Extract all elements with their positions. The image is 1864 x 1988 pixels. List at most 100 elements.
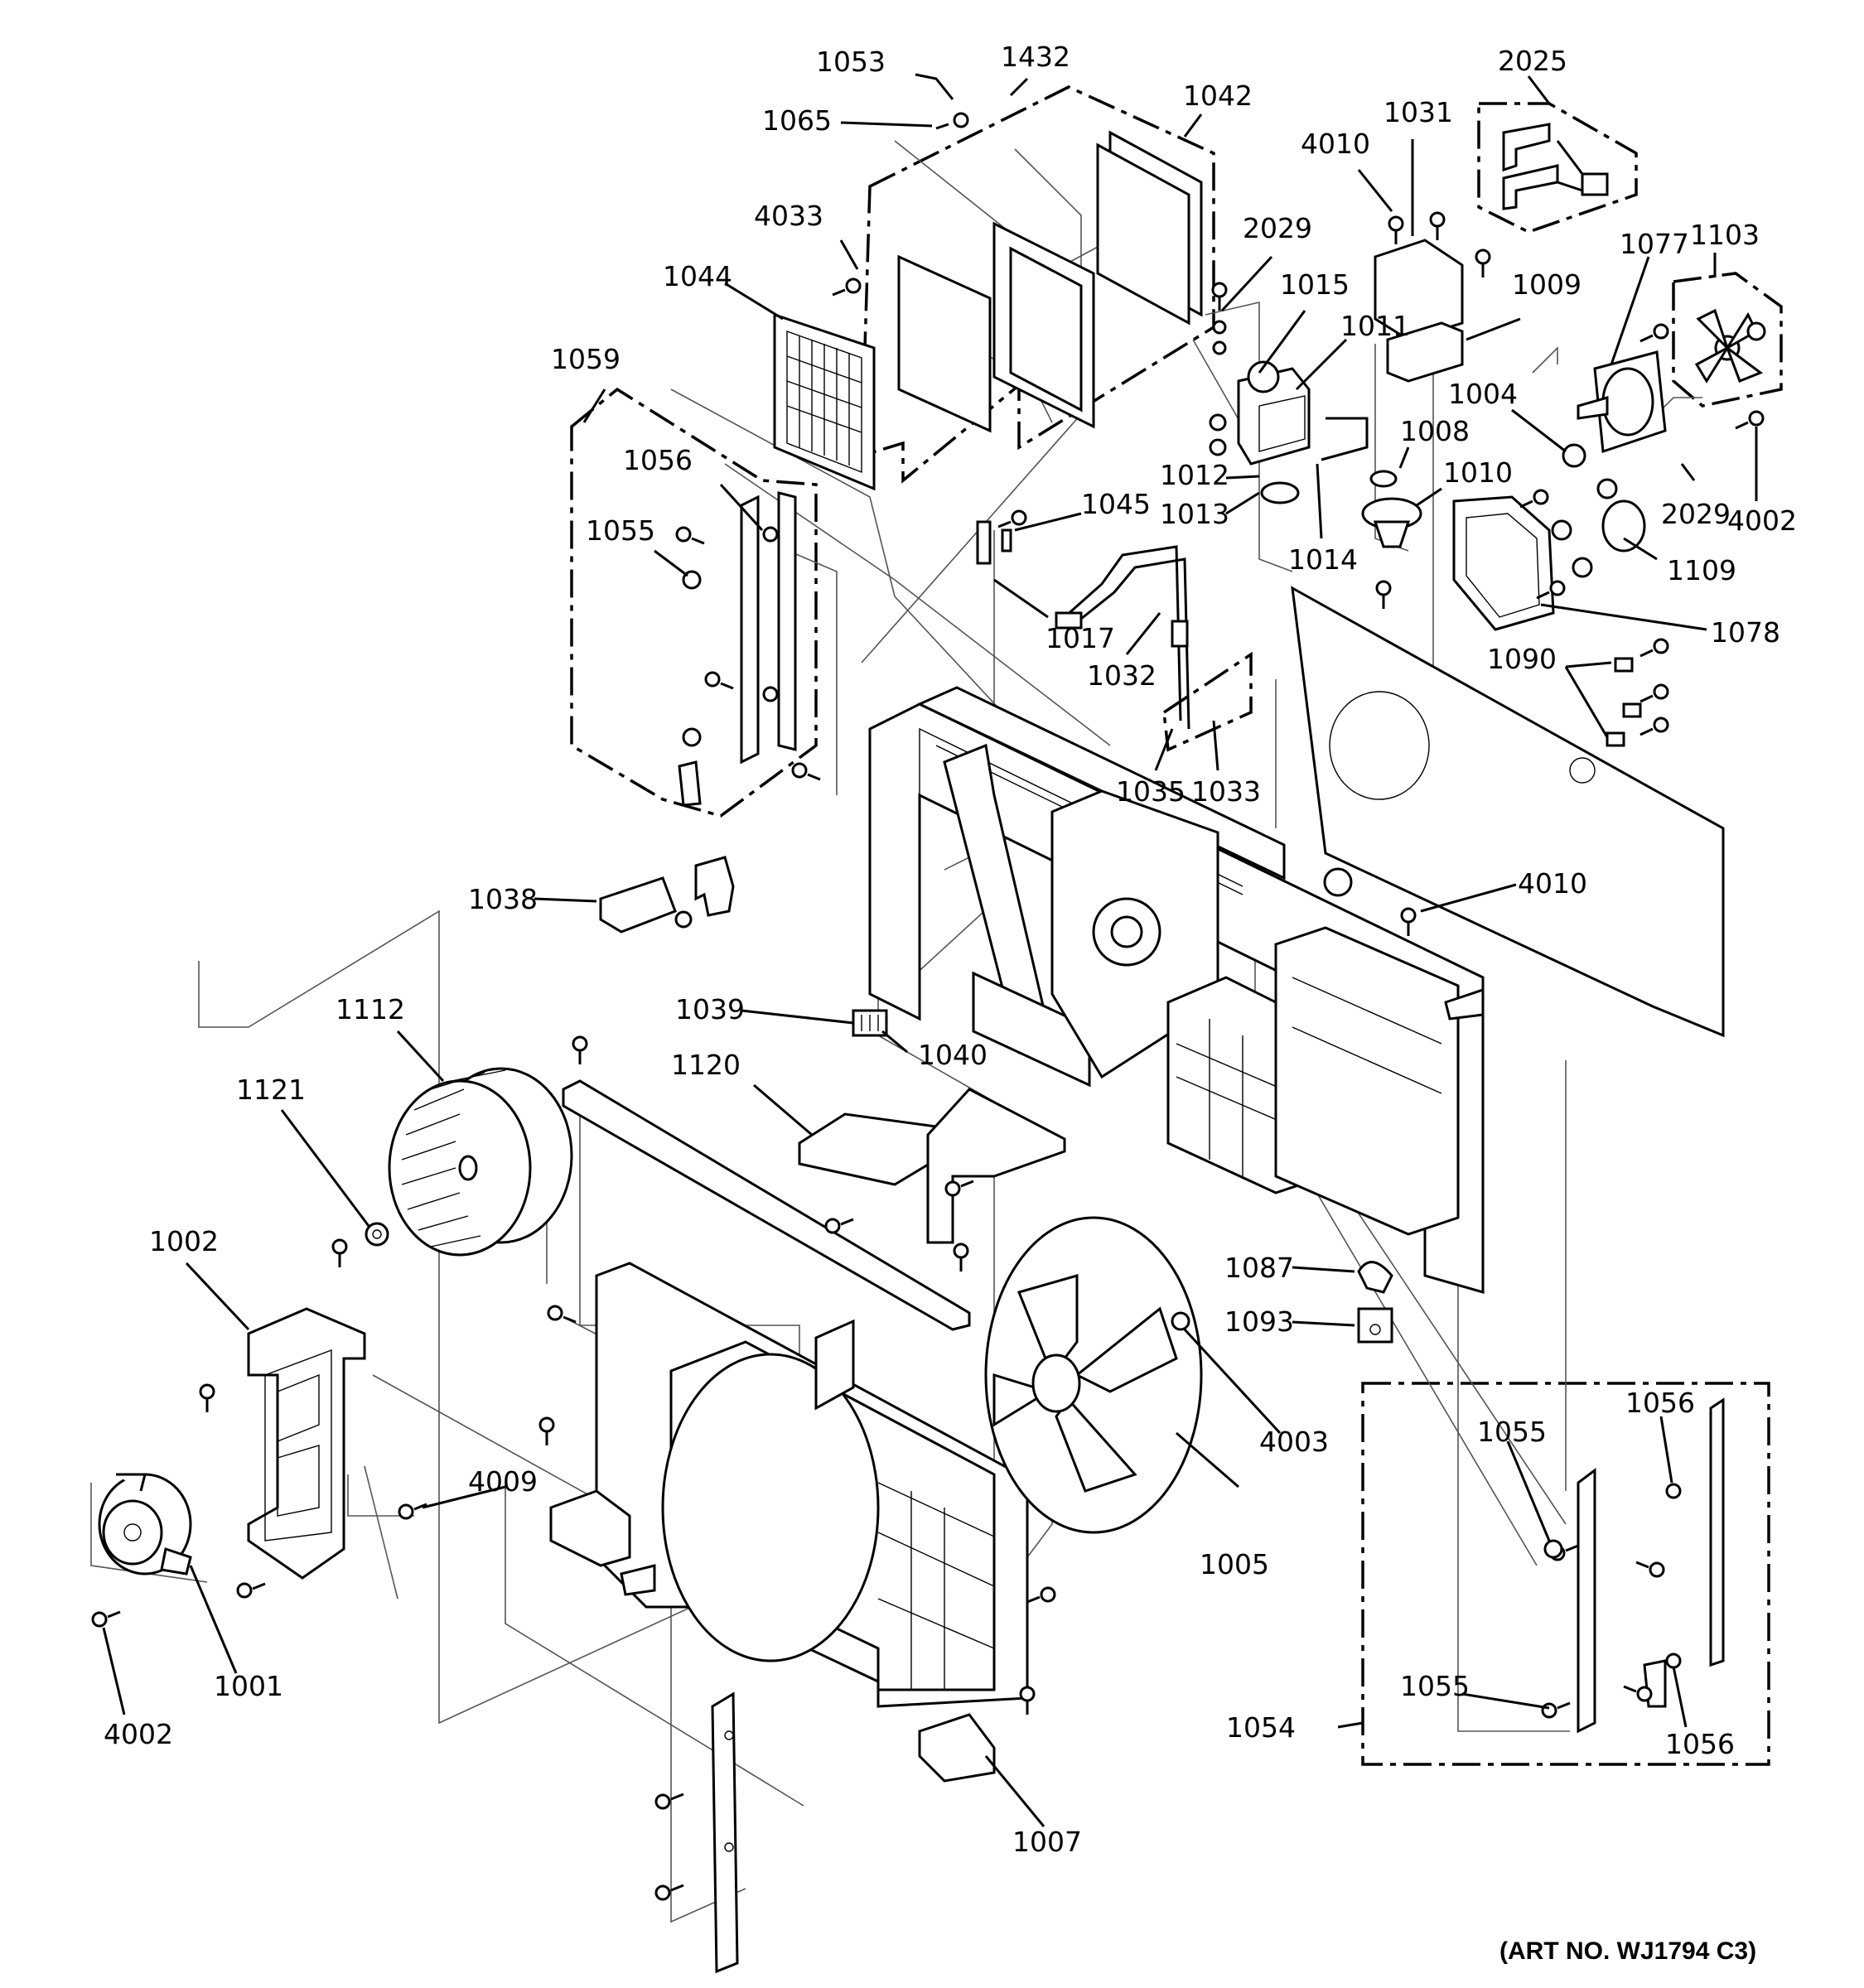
screw-icon xyxy=(1639,683,1669,703)
screw-icon xyxy=(682,727,702,747)
grommets-1004-1109 xyxy=(1551,443,1646,578)
part-label: 1054 xyxy=(1226,1711,1296,1744)
screw-icon xyxy=(1639,638,1669,658)
part-label: 4010 xyxy=(1301,128,1370,160)
part-label: 4002 xyxy=(104,1718,173,1750)
part-label: 1056 xyxy=(1665,1728,1735,1760)
drain-pan-1038 xyxy=(599,856,735,934)
screw-icon xyxy=(935,112,969,130)
screw-icon xyxy=(547,1305,577,1324)
part-label: 4033 xyxy=(754,200,823,232)
screw-icon xyxy=(398,1503,427,1520)
fan-shroud xyxy=(549,1262,1029,1783)
art-number: (ART NO. WJ1794 C3) xyxy=(1499,1937,1756,1965)
part-label: 1109 xyxy=(1667,554,1736,586)
part-label: 4010 xyxy=(1518,867,1587,900)
screw-icon xyxy=(824,1218,854,1234)
part-label: 1112 xyxy=(336,993,405,1025)
guide-lines xyxy=(90,140,1702,1923)
screw-icon xyxy=(1635,1561,1665,1578)
screw-icon xyxy=(1375,580,1392,609)
filter-pad-1042 xyxy=(1096,130,1203,326)
part-label: 1012 xyxy=(1160,459,1229,491)
screw-icon xyxy=(1639,323,1669,343)
nut-1121 xyxy=(365,1222,389,1247)
screw-icon xyxy=(654,1884,684,1901)
part-label: 1031 xyxy=(1384,96,1453,128)
clip-1093 xyxy=(1357,1307,1393,1344)
part-label: 1014 xyxy=(1288,543,1358,576)
part-label: 1002 xyxy=(149,1225,219,1257)
screw-icon xyxy=(944,1180,974,1197)
part-label: 1087 xyxy=(1224,1252,1294,1284)
part-label: 1077 xyxy=(1620,228,1689,260)
part-label: 1053 xyxy=(816,46,886,78)
part-label: 1055 xyxy=(1477,1416,1547,1448)
screw-icon xyxy=(1475,248,1491,277)
screw-icon xyxy=(538,1416,555,1445)
screw-icon xyxy=(675,526,705,545)
part-label: 1090 xyxy=(1487,643,1557,675)
screw-icon xyxy=(199,1383,215,1412)
part-label: 1007 xyxy=(1012,1826,1082,1858)
screw-icon xyxy=(331,1238,348,1267)
screw-icon xyxy=(1639,717,1669,736)
screw-icon xyxy=(791,762,821,781)
screw-icon xyxy=(953,1242,969,1271)
part-label: 4003 xyxy=(1259,1426,1329,1458)
fan-motor-1077 xyxy=(1577,350,1667,454)
side-panel-outline-1059 xyxy=(570,387,818,818)
wire-harness-outline-1033 xyxy=(1162,651,1253,752)
part-label: 1013 xyxy=(1160,498,1229,530)
screw-icon xyxy=(236,1582,266,1599)
screw-icon xyxy=(832,277,862,297)
angle-bracket xyxy=(711,1691,739,1974)
switch-1039 xyxy=(852,1009,888,1037)
motor-1015 xyxy=(1237,360,1369,466)
part-label: 1042 xyxy=(1183,80,1253,112)
part-label: 1033 xyxy=(1191,775,1261,808)
screw-icon xyxy=(1388,215,1404,244)
part-label: 1032 xyxy=(1087,659,1157,692)
screw-icon xyxy=(1623,1685,1653,1702)
filter-assembly-outline-1042 xyxy=(860,85,1215,484)
control-box-1031 xyxy=(1374,239,1464,383)
part-label: 1039 xyxy=(675,993,745,1025)
screw-icon xyxy=(572,1035,588,1064)
screw-icon xyxy=(1019,1686,1036,1715)
part-label: 1044 xyxy=(663,260,732,292)
blower-wheel-1112 xyxy=(388,1067,573,1257)
part-label: 1005 xyxy=(1200,1548,1269,1580)
part-label: 1001 xyxy=(214,1670,283,1702)
screw-icon xyxy=(1400,907,1417,936)
screw-icon xyxy=(997,509,1027,528)
part-label: 1056 xyxy=(1625,1387,1695,1419)
duct-1120 xyxy=(798,1088,1066,1244)
side-rails xyxy=(678,491,797,807)
gasket-1013 xyxy=(1260,481,1300,504)
part-label: 1008 xyxy=(1400,415,1470,447)
screw-icon xyxy=(1211,282,1228,311)
screw-icon xyxy=(654,1793,684,1810)
part-label: 4002 xyxy=(1727,504,1797,537)
part-label: 1038 xyxy=(468,883,538,915)
screw-icon xyxy=(1519,489,1549,509)
part-label: 1059 xyxy=(551,343,621,375)
support-bar xyxy=(562,1079,971,1331)
part-label: 1093 xyxy=(1224,1305,1294,1338)
part-label: 1015 xyxy=(1280,268,1350,301)
part-label: 1065 xyxy=(762,104,832,137)
screw-icon xyxy=(1536,580,1566,600)
part-label: 1011 xyxy=(1340,310,1410,342)
part-label: 1078 xyxy=(1711,616,1780,649)
part-label: 1009 xyxy=(1512,268,1582,301)
filter-frame xyxy=(897,221,1095,433)
bracket-1090 xyxy=(1606,657,1642,747)
wire-kit-outline-2025 xyxy=(1477,102,1638,234)
part-label: 1045 xyxy=(1081,488,1151,520)
fan-blade-1103 xyxy=(1694,308,1766,384)
part-label: 4009 xyxy=(468,1465,538,1498)
leader-lines xyxy=(102,73,1758,1827)
filter-grille-1044 xyxy=(773,312,876,491)
